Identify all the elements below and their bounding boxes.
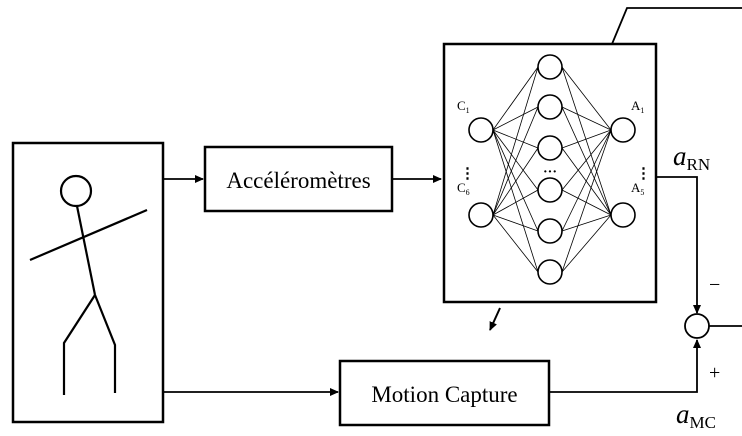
network-edge — [561, 214, 612, 273]
network-edge — [492, 147, 539, 216]
network-edge — [492, 214, 539, 273]
network-edge — [561, 214, 612, 232]
output-label-a5: A5 — [631, 180, 644, 197]
minus-sign: − — [709, 274, 720, 296]
hidden-ellipsis: ··· — [543, 165, 557, 180]
figure-left-leg — [62, 294, 96, 395]
output-node-a5 — [610, 202, 636, 228]
figure-spine — [75, 205, 97, 296]
network-edges — [492, 66, 612, 273]
wire-motion-capture-to-junction — [549, 339, 701, 393]
subject-box — [11, 141, 165, 424]
hidden-node — [537, 135, 563, 161]
hidden-node — [537, 94, 563, 120]
neural-network-box — [442, 42, 658, 304]
summing-junction — [684, 313, 710, 339]
network-edge — [492, 66, 539, 131]
network-edge — [561, 189, 612, 216]
training-arrow — [489, 307, 501, 331]
network-edge — [492, 66, 539, 216]
network-edge — [492, 129, 539, 232]
input-node-c6 — [468, 202, 494, 228]
network-edge — [561, 129, 612, 232]
network-edge — [492, 129, 539, 149]
hidden-node — [537, 177, 563, 203]
input-node-c1 — [468, 117, 494, 143]
network-edge — [561, 129, 612, 273]
input-label-c1: C1 — [457, 98, 470, 115]
network-edge — [561, 106, 612, 131]
hidden-node — [537, 259, 563, 285]
figure-arms — [29, 208, 148, 262]
a-rn-label: aRN — [673, 141, 710, 174]
hidden-node — [537, 218, 563, 244]
input-vertical-ellipsis: ⋮ — [460, 166, 475, 182]
network-edge — [561, 129, 612, 149]
stick-figure — [29, 174, 148, 395]
network-edge — [492, 189, 539, 216]
hidden-node — [537, 54, 563, 80]
feedback-wire-top — [611, 7, 742, 45]
accelerometres-label: Accéléromètres — [226, 168, 370, 193]
network-edge — [492, 106, 539, 131]
output-label-a1: A1 — [631, 98, 644, 115]
plus-sign: + — [709, 362, 720, 384]
network-edge — [492, 214, 539, 232]
output-node-a1 — [610, 117, 636, 143]
figure-right-leg — [93, 294, 117, 393]
network-nodes — [468, 54, 636, 285]
wire-network-to-junction — [656, 176, 701, 314]
network-edge — [561, 129, 612, 191]
network-edge — [492, 106, 539, 216]
figure-head — [59, 174, 93, 208]
network-edge — [561, 106, 612, 216]
motion-capture-label: Motion Capture — [371, 382, 517, 407]
network-edge — [561, 147, 612, 216]
a-mc-label: aMC — [676, 399, 716, 432]
network-edge — [492, 129, 539, 273]
output-vertical-ellipsis: ⋮ — [636, 166, 651, 182]
input-label-c6: C6 — [457, 180, 470, 197]
accelerometres-block — [203, 145, 394, 213]
network-edge — [561, 66, 612, 216]
motion-capture-block — [338, 359, 551, 427]
network-edge — [561, 66, 612, 131]
